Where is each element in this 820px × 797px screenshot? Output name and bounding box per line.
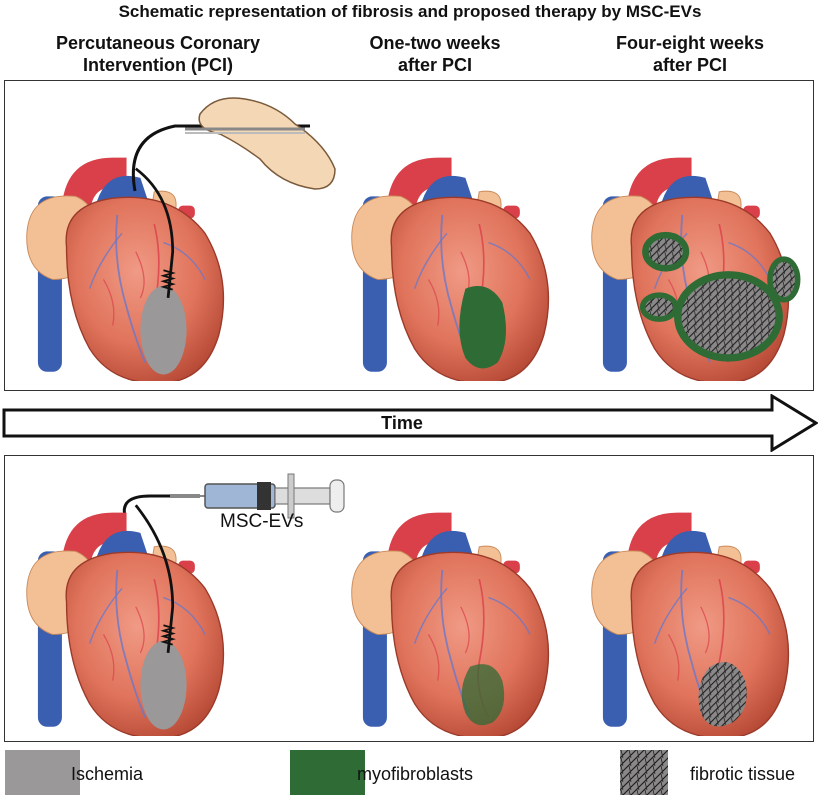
legend-label: fibrotic tissue bbox=[690, 764, 796, 784]
heart-four-eight-weeks bbox=[590, 141, 801, 381]
syringe-label: MSC-EVs bbox=[220, 511, 304, 532]
column-header-pci: Percutaneous Coronary Intervention (PCI) bbox=[28, 32, 288, 76]
time-label: Time bbox=[381, 413, 423, 433]
column-header-line: One-two weeks bbox=[369, 33, 501, 53]
stent-icon bbox=[160, 269, 176, 291]
ischemia-region bbox=[140, 640, 187, 730]
column-header-one-two-weeks: One-two weeks after PCI bbox=[305, 32, 565, 76]
heart-one-two-weeks bbox=[350, 141, 590, 381]
time-arrow: Time bbox=[2, 393, 819, 453]
fibrotic-region bbox=[767, 256, 801, 303]
fibrotic-region bbox=[639, 292, 679, 322]
myofibroblasts-swatch bbox=[290, 750, 365, 795]
column-header-line: Percutaneous Coronary bbox=[55, 33, 261, 53]
heart-msc-ev-injection bbox=[25, 504, 265, 736]
figure-title: Schematic representation of fibrosis and… bbox=[118, 2, 702, 21]
heart-treated-one-two-weeks bbox=[350, 496, 590, 736]
fibrotic-region bbox=[674, 271, 783, 362]
catheter bbox=[134, 167, 175, 299]
untreated-panel bbox=[4, 80, 814, 391]
column-header-line: after PCI bbox=[652, 55, 728, 75]
column-header-line: after PCI bbox=[397, 55, 473, 75]
treated-panel: MSC-EVs bbox=[4, 455, 814, 742]
fibrotic-tissue-swatch bbox=[620, 750, 668, 795]
column-header-line: Intervention (PCI) bbox=[82, 55, 233, 75]
ischemia-swatch bbox=[5, 750, 80, 795]
myofibroblast-region bbox=[459, 286, 506, 369]
fibrotic-region bbox=[642, 231, 690, 272]
column-header-four-eight-weeks: Four-eight weeks after PCI bbox=[560, 32, 820, 76]
column-header-line: Four-eight weeks bbox=[615, 33, 765, 53]
legend-label: Ischemia bbox=[71, 764, 144, 784]
heart-pci bbox=[25, 141, 265, 381]
heart-treated-four-eight-weeks bbox=[590, 496, 820, 736]
legend-label: myofibroblasts bbox=[357, 764, 474, 784]
ischemia-region bbox=[140, 285, 187, 375]
stent-icon bbox=[160, 624, 176, 646]
hand-icon bbox=[185, 97, 336, 190]
myofibroblast-region bbox=[461, 664, 505, 726]
fibrotic-region bbox=[698, 662, 747, 727]
catheter-wire bbox=[131, 124, 310, 192]
catheter bbox=[134, 504, 175, 654]
syringe-icon bbox=[122, 473, 345, 519]
